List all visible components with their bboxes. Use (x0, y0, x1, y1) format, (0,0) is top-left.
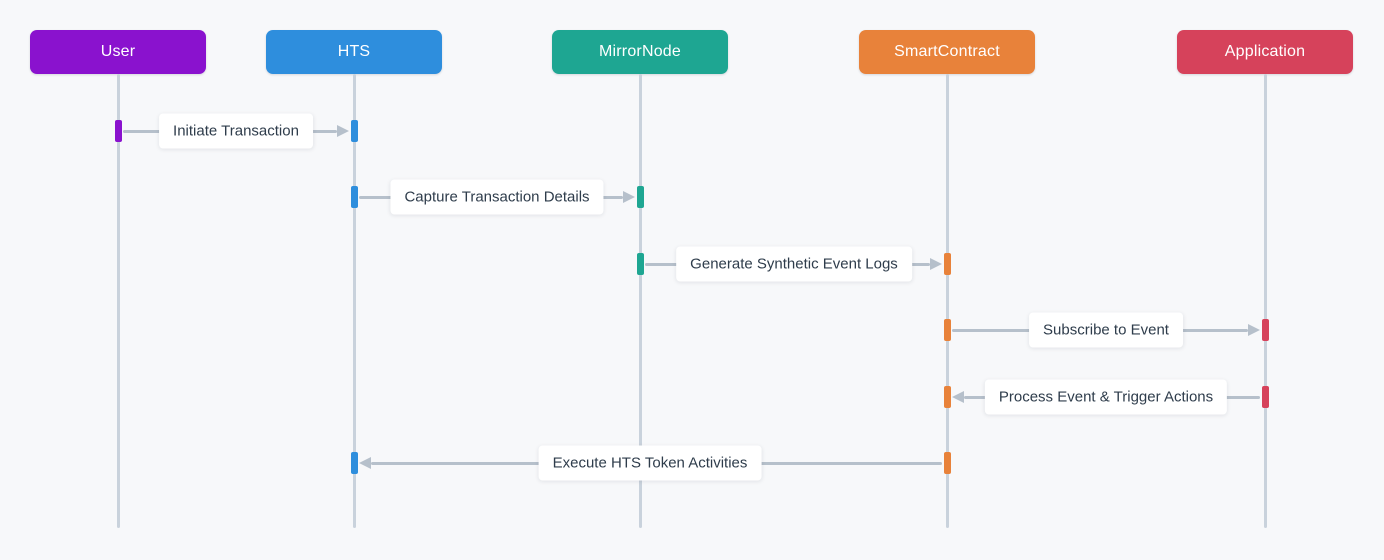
lifeline-hts (352, 74, 356, 528)
message-label: Process Event & Trigger Actions (984, 379, 1228, 415)
message-label: Capture Transaction Details (390, 179, 604, 215)
lifeline-mirrornode (638, 74, 642, 528)
activation-bar-hts (350, 186, 358, 208)
actor-label: User (100, 43, 136, 60)
activation-bar-hts (350, 120, 358, 142)
arrowhead-right-icon (623, 191, 635, 203)
activation-bar-smartcontract (943, 319, 951, 341)
activation-bar-mirrornode (636, 253, 644, 275)
actor-label: Application (1224, 43, 1306, 60)
activation-bar-application (1261, 319, 1269, 341)
activation-bar-user (114, 120, 122, 142)
activation-bar-smartcontract (943, 386, 951, 408)
actor-box-hts: HTS (266, 30, 442, 74)
arrowhead-right-icon (930, 258, 942, 270)
actor-box-user: User (30, 30, 206, 74)
message-label: Generate Synthetic Event Logs (676, 246, 912, 282)
actor-label: SmartContract (894, 43, 1000, 60)
message-label: Subscribe to Event (1029, 312, 1183, 348)
arrowhead-right-icon (337, 125, 349, 137)
actor-box-smartcontract: SmartContract (859, 30, 1035, 74)
lifeline-user (116, 74, 120, 528)
arrowhead-right-icon (1248, 324, 1260, 336)
actor-label: HTS (337, 43, 371, 60)
actor-box-application: Application (1177, 30, 1353, 74)
activation-bar-smartcontract (943, 253, 951, 275)
lifeline-application (1263, 74, 1267, 528)
activation-bar-application (1261, 386, 1269, 408)
lifeline-smartcontract (945, 74, 949, 528)
activation-bar-hts (350, 452, 358, 474)
activation-bar-smartcontract (943, 452, 951, 474)
arrowhead-left-icon (952, 391, 964, 403)
actor-box-mirrornode: MirrorNode (552, 30, 728, 74)
message-label: Execute HTS Token Activities (538, 445, 762, 481)
activation-bar-mirrornode (636, 186, 644, 208)
message-label: Initiate Transaction (159, 113, 313, 149)
arrowhead-left-icon (359, 457, 371, 469)
actor-label: MirrorNode (598, 43, 681, 60)
